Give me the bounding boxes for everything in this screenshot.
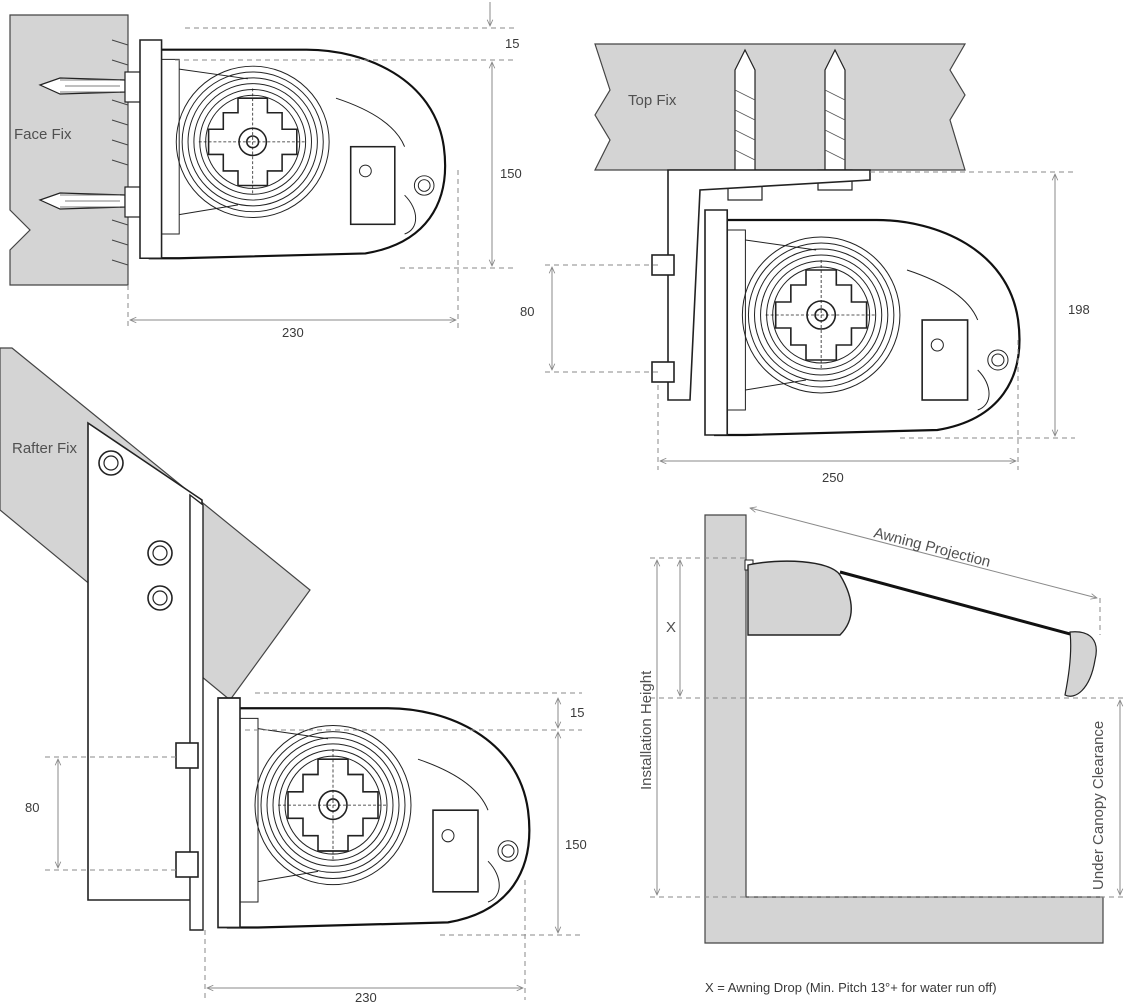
cassette-body [138,38,447,260]
screw-anchor [727,48,763,201]
top-fix-width-dim: 250 [822,470,844,485]
rafter-fix-top-dim: 15 [570,705,584,720]
installation-panel: Awning Projection X Installation Height … [638,508,1125,995]
top-fix-bracket [667,169,871,401]
cassette-body [703,208,1021,437]
rafter-fix-height-dim: 150 [565,837,587,852]
cassette-body [216,696,531,929]
top-fix-height-dim: 198 [1068,302,1090,317]
face-fix-panel: Face Fix 15 150 230 [9,2,522,340]
bolt-head [147,540,173,566]
bolt-head [147,585,173,611]
awning-cassette [747,560,852,636]
top-fix-bolts-dim: 80 [520,304,534,319]
installation-height-label: Installation Height [638,670,655,790]
awning-projection-label: Awning Projection [872,524,992,570]
rafter-fix-label: Rafter Fix [12,440,78,457]
rafter-fix-width-dim: 230 [355,990,377,1004]
under-canopy-clearance-label: Under Canopy Clearance [1090,721,1107,890]
front-bar [1064,631,1097,697]
top-fix-panel: Top Fix 80 198 250 [520,43,1090,485]
top-fix-ceiling [594,43,967,171]
awning-drop-footnote: X = Awning Drop (Min. Pitch 13°+ for wat… [705,980,997,995]
face-fix-top-dim: 15 [505,36,519,51]
bolt-head [98,450,124,476]
awning-fabric [839,570,1086,640]
face-fix-width-dim: 230 [282,325,304,340]
face-fix-wall [9,14,129,286]
awning-drop-x-label: X [666,619,676,636]
face-fix-height-dim: 150 [500,166,522,181]
rafter-plate [87,421,203,901]
top-fix-label: Top Fix [628,92,677,109]
wall-hatch [111,39,129,266]
rafter-fix-panel: Rafter Fix 15 150 80 230 [0,347,587,1004]
face-fix-label: Face Fix [14,126,72,143]
rafter-fix-bolts-dim: 80 [25,800,39,815]
